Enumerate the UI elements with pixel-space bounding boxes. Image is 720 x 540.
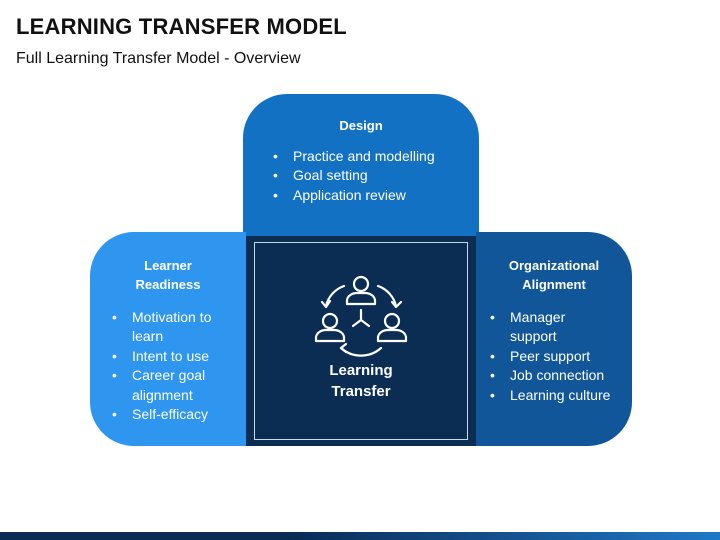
design-heading: Design <box>339 118 383 133</box>
organizational-item: Manager support <box>486 308 588 347</box>
organizational-alignment-list: Manager support Peer support Job connect… <box>486 308 628 405</box>
learner-readiness-heading: Learner Readiness <box>90 256 246 294</box>
footer-bar <box>0 532 720 540</box>
organizational-item: Learning culture <box>486 386 628 406</box>
page-subtitle: Full Learning Transfer Model - Overview <box>16 50 301 67</box>
center-label-line: Transfer <box>331 383 391 400</box>
design-item: Practice and modelling <box>269 147 435 167</box>
people-cycle-icon <box>306 264 416 364</box>
design-list: Practice and modelling Goal setting Appl… <box>269 147 435 206</box>
organizational-heading-line: Alignment <box>522 277 586 292</box>
learner-heading-line: Readiness <box>135 277 201 292</box>
organizational-heading-line: Organizational <box>508 258 600 273</box>
learning-transfer-frame <box>254 242 468 440</box>
learner-item: Intent to use <box>108 347 236 367</box>
learner-heading-line: Learner <box>144 258 192 273</box>
organizational-item: Peer support <box>486 347 628 367</box>
learner-readiness-box: Learner Readiness Motivation to learn In… <box>90 232 246 446</box>
design-item: Goal setting <box>269 166 435 186</box>
learning-transfer-label: Learning Transfer <box>246 360 476 402</box>
center-label-line: Learning <box>329 362 393 379</box>
organizational-alignment-heading: Organizational Alignment <box>476 256 632 294</box>
learner-item: Motivation to learn <box>108 308 236 347</box>
learner-item: Self-efficacy <box>108 405 236 425</box>
learner-readiness-list: Motivation to learn Intent to use Career… <box>108 308 236 425</box>
learning-transfer-box: Learning Transfer <box>246 236 476 446</box>
organizational-item: Job connection <box>486 366 628 386</box>
design-item: Application review <box>269 186 435 206</box>
learner-item: Career goal alignment <box>108 366 236 405</box>
organizational-alignment-box: Organizational Alignment Manager support… <box>476 232 632 446</box>
page-title: LEARNING TRANSFER MODEL <box>16 14 347 39</box>
design-box: Design Practice and modelling Goal setti… <box>243 94 479 236</box>
